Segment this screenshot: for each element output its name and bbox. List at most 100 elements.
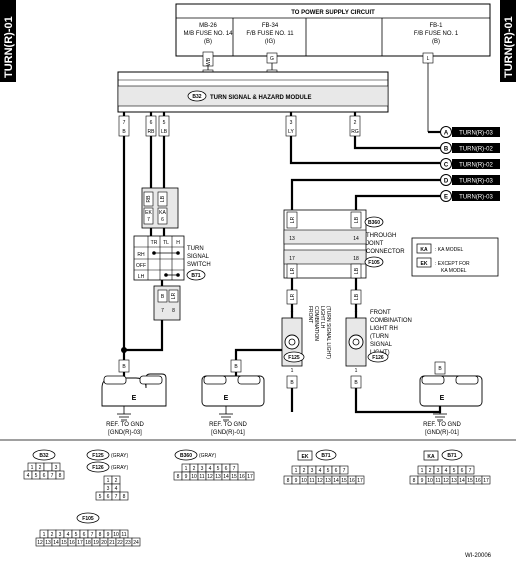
legend-ka-text: : KA MODEL: [435, 247, 464, 253]
b71-ek-pin-label: 8: [287, 478, 290, 484]
ground-3-symbol: E: [440, 395, 445, 402]
light-rh-wire-b: B: [354, 380, 358, 386]
b32-pin-label: 1: [31, 465, 34, 471]
b360-pin-label: 10: [191, 474, 197, 480]
turn-signal-module: B32 TURN SIGNAL & HAZARD MODULE: [117, 71, 389, 113]
ground-1-wire: B: [122, 364, 126, 370]
switch-wire-lr: LR: [171, 292, 177, 299]
light-lh-line3: LIGHT LH: [319, 306, 325, 329]
power-supply-box: TO POWER SUPPLY CIRCUIT MB-26 M/B FUSE N…: [175, 3, 491, 57]
b71-ek-cell: [339, 465, 349, 475]
b71-ek-pin-label: 17: [357, 478, 363, 484]
f105-pin-label: 11: [121, 532, 126, 538]
conn-b71-ka-code: KA: [427, 454, 435, 460]
ref-marker-b: B TURN(R)-02: [440, 142, 500, 154]
b71-ka-pin-label: 6: [461, 468, 464, 474]
switch-row-lh: LH: [138, 274, 145, 280]
legend-ek-code: EK: [421, 261, 428, 267]
ref-e-letter: E: [444, 195, 448, 201]
b71-ka-pin-label: 11: [435, 478, 440, 484]
b71-ka-cell: [481, 475, 491, 485]
b71-ek-pin-label: 7: [343, 468, 346, 474]
joint-connector-bottom: F105: [368, 260, 380, 266]
b71-ek-pin-label: 2: [303, 468, 306, 474]
light-rh-pin-1: 1: [355, 368, 358, 374]
f105-pin-label: 23: [125, 540, 131, 546]
b71-ka-pin-label: 15: [467, 478, 473, 484]
module-wire-b: B: [122, 129, 126, 135]
switch-col-tr: TR: [151, 240, 158, 246]
b71-ka-pin-label: 4: [445, 468, 448, 474]
side-tab-right: TURN(R)-01: [500, 0, 516, 82]
f105-pin-label: 13: [45, 540, 51, 546]
f105-pin-label: 14: [53, 540, 59, 546]
b32-cell: [43, 462, 53, 472]
switch-wire-lb: LB: [160, 195, 166, 202]
fuse-1-line3: (B): [204, 39, 212, 45]
module-pin-3: 3: [290, 120, 293, 126]
ref-c-label: TURN(R)-02: [459, 163, 493, 169]
module-title: TURN SIGNAL & HAZARD MODULE: [210, 95, 312, 101]
module-pin-labels: 7 B 6 RB 5 LB 3 LY 2 RG: [118, 115, 361, 137]
conn-f126-name: F126: [92, 465, 104, 471]
ref-marker-c: C TURN(R)-02: [440, 158, 500, 170]
conn-b32-name: B32: [39, 453, 48, 459]
f105-pin-label: 19: [93, 540, 99, 546]
switch-wire-b: B: [161, 294, 165, 300]
f126-cell: [119, 491, 129, 501]
module-pin-6: 6: [150, 120, 153, 126]
joint-pin-18: 18: [353, 256, 359, 262]
f126-pin-label: 7: [115, 494, 118, 500]
f126-pin-label: 3: [107, 486, 110, 492]
fuse-3-line1: FB-1: [429, 23, 443, 29]
b360-pin-label: 3: [201, 466, 204, 472]
f105-pin-label: 15: [61, 540, 67, 546]
b360-pin-label: 1: [185, 466, 188, 472]
fuse-3-line3: (B): [432, 39, 440, 45]
front-combination-light-rh: LB 2 1 B FRONT COMBINATION LIGHT RH (TUR…: [345, 289, 412, 389]
b71-ka-pin-label: 2: [429, 468, 432, 474]
ground-connector-1: B E REF. TO GND [GND(R)-03]: [101, 359, 167, 436]
light-lh-line4: (TURN SIGNAL LIGHT): [325, 306, 331, 359]
joint-wire-lr-bottom: LR: [290, 267, 296, 274]
ref-marker-e: E TURN(R)-03: [440, 190, 500, 202]
b360-pin-label: 17: [247, 474, 253, 480]
ref-b-letter: B: [444, 147, 449, 153]
light-rh-connector: F126: [372, 355, 384, 361]
f126-pin-label: 5: [99, 494, 102, 500]
joint-wire-lb-top: LB: [354, 216, 360, 223]
ground-1-symbol: E: [132, 395, 137, 402]
switch-row-rh: RH: [137, 252, 145, 258]
turn-signal-switch: RB LB EK KA 7 6 TR TL H RH OFF LH TURN S…: [133, 187, 211, 321]
f105-pin-label: 16: [69, 540, 75, 546]
power-supply-title: TO POWER SUPPLY CIRCUIT: [291, 10, 375, 16]
ground-3-ref2: [GND(R)-01]: [425, 430, 459, 436]
light-lh-connector: F125: [288, 355, 300, 361]
module-pin-2: 2: [354, 120, 357, 126]
f105-pin-label: 8: [99, 532, 102, 538]
b360-pin-label: 12: [207, 474, 213, 480]
light-lh-wire-b: B: [290, 380, 294, 386]
f105-pin-label: 12: [37, 540, 43, 546]
b32-pin-label: 3: [55, 465, 58, 471]
conn-f125-name: F125: [92, 453, 104, 459]
connector-view-f125: F125 (GRAY): [86, 449, 128, 461]
ground-2-ref2: [GND(R)-01]: [211, 430, 245, 436]
conn-f125-color: (GRAY): [111, 453, 128, 459]
b71-ka-pin-label: 14: [459, 478, 465, 484]
b71-ka-pin-label: 10: [427, 478, 433, 484]
f126-pin-label: 6: [107, 494, 110, 500]
b71-ek-pin-label: 15: [341, 478, 347, 484]
light-lh-pin-2: 2: [291, 308, 294, 314]
f105-pin-label: 21: [109, 540, 115, 546]
f126-pin-label: 4: [115, 486, 118, 492]
wire-l-text: L: [427, 56, 430, 62]
f126-pin-label: 1: [107, 478, 110, 484]
figure-id: WI-20006: [465, 553, 492, 559]
conn-f105-name: F105: [82, 516, 94, 522]
